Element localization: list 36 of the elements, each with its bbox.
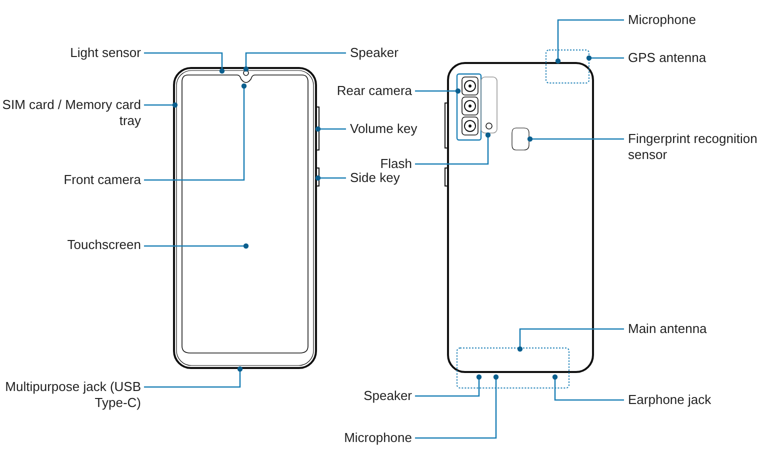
part-label: Multipurpose jack (USB Type-C) xyxy=(0,379,141,411)
part-label: GPS antenna xyxy=(628,50,748,66)
part-label: Microphone xyxy=(628,12,748,28)
leader-line xyxy=(415,132,491,165)
leader-line xyxy=(586,55,624,61)
part-label: Touchscreen xyxy=(2,237,141,253)
leader-line xyxy=(144,52,225,74)
leader-line xyxy=(144,366,243,388)
leader-line xyxy=(527,136,624,142)
part-label: Speaker xyxy=(350,45,430,61)
part-label: Main antenna xyxy=(628,321,748,337)
leader-line xyxy=(415,374,482,397)
part-label: Speaker xyxy=(322,388,412,404)
leader-line xyxy=(555,19,624,64)
part-label: Front camera xyxy=(2,172,141,188)
part-label: Microphone xyxy=(312,430,412,446)
leader-line xyxy=(415,88,461,94)
part-label: SIM card / Memory card tray xyxy=(0,97,141,129)
leader-line xyxy=(144,83,247,181)
leader-line xyxy=(517,328,624,352)
part-label: Flash xyxy=(322,156,412,172)
leader-line xyxy=(144,102,178,108)
leader-line xyxy=(315,126,346,132)
leader-line xyxy=(144,243,249,249)
part-label: Fingerprint recognition sensor xyxy=(628,131,768,163)
leader-line xyxy=(243,52,346,72)
part-label: Earphone jack xyxy=(628,392,748,408)
leader-line xyxy=(552,374,624,401)
leader-line xyxy=(315,175,346,181)
phone-back-drawing xyxy=(444,50,594,388)
part-label: Volume key xyxy=(350,121,440,137)
part-label: Light sensor xyxy=(2,45,141,61)
part-label: Side key xyxy=(350,170,430,186)
part-label: Rear camera xyxy=(322,83,412,99)
phone-front-drawing xyxy=(173,67,320,369)
leader-line xyxy=(415,374,499,439)
